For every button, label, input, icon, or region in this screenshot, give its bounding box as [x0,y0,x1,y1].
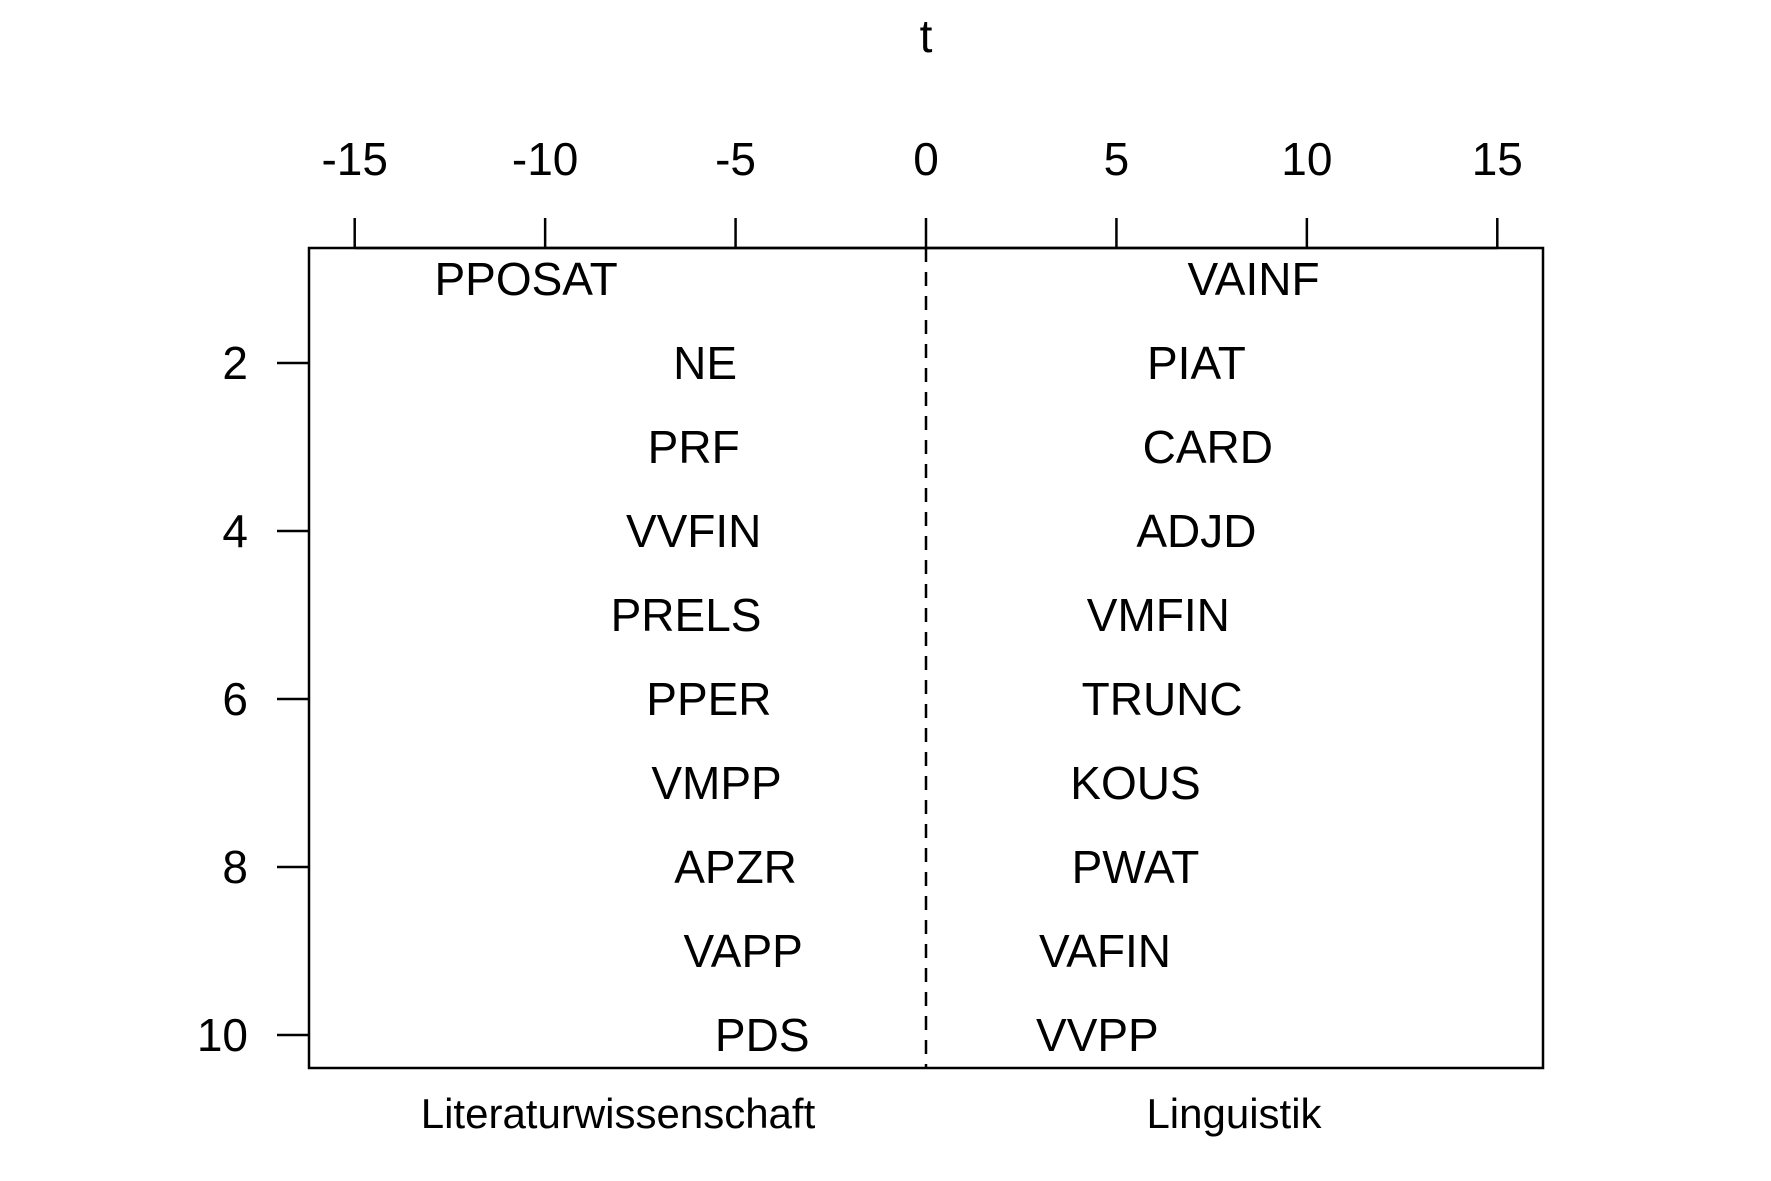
point-label-vmpp: VMPP [651,757,781,809]
point-label-ne: NE [673,337,737,389]
point-label-trunc: TRUNC [1082,673,1243,725]
group-label-linguistik: Linguistik [1146,1090,1322,1137]
x-tick-label: 0 [913,133,939,185]
point-labels: PPOSAT NE PRF VVFIN PRELS PPER VMPP APZR VAPP PDS… [434,253,1319,1061]
point-label-pper: PPER [646,673,771,725]
point-label-apzr: APZR [674,841,797,893]
y-tick-label: 4 [222,505,248,557]
group-label-literaturwissenschaft: Literaturwissenschaft [421,1090,816,1137]
point-label-pposat: PPOSAT [434,253,617,305]
y-tick-label: 8 [222,841,248,893]
x-tick-label: -5 [715,133,756,185]
y-axis-left: 2 4 6 8 10 [197,337,309,1061]
point-label-vmfin: VMFIN [1087,589,1230,641]
point-label-prels: PRELS [611,589,762,641]
x-tick-label: 15 [1472,133,1523,185]
point-label-vvpp: VVPP [1036,1009,1159,1061]
x-tick-label: -15 [321,133,387,185]
point-label-vainf: VAINF [1188,253,1320,305]
point-label-prf: PRF [648,421,740,473]
x-axis-top: -15 -10 -5 0 5 10 15 [321,133,1523,250]
point-label-adjd: ADJD [1136,505,1256,557]
point-label-kous: KOUS [1070,757,1200,809]
point-label-vapp: VAPP [684,925,803,977]
x-tick-label: 5 [1104,133,1130,185]
x-tick-label: 10 [1281,133,1332,185]
y-tick-label: 10 [197,1009,248,1061]
chart-title: t [920,10,933,62]
point-label-vvfin: VVFIN [626,505,761,557]
y-tick-label: 2 [222,337,248,389]
point-label-piat: PIAT [1147,337,1246,389]
x-tick-label: -10 [512,133,578,185]
point-label-pwat: PWAT [1072,841,1200,893]
point-label-pds: PDS [715,1009,810,1061]
point-label-card: CARD [1143,421,1273,473]
y-tick-label: 6 [222,673,248,725]
point-label-vafin: VAFIN [1039,925,1171,977]
